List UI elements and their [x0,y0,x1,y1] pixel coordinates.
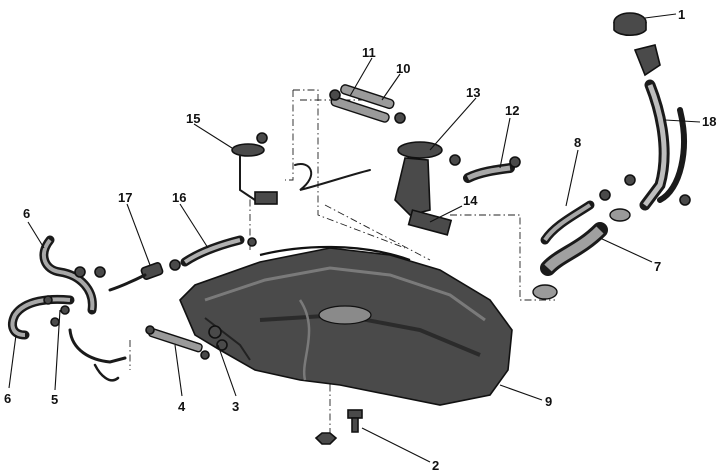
callout-5: 5 [51,392,58,407]
drain-plug-2 [314,409,363,445]
callout-9: 9 [545,394,552,409]
hose-12 [449,154,521,183]
filler-neck [599,44,691,211]
bracket-3 [208,325,228,351]
fuel-tank [179,245,513,406]
pipe-4 [145,325,210,360]
assembly-lines [129,89,555,440]
callout-7: 7 [654,259,661,274]
callout-6-upper: 6 [23,206,30,221]
callout-labels: 1 2 3 4 5 6 6 7 8 9 10 11 12 13 14 15 16… [4,7,716,471]
callout-17: 17 [118,190,132,205]
leader-lines [8,13,701,463]
callout-12: 12 [505,103,519,118]
callout-18: 18 [702,114,716,129]
callout-4: 4 [178,399,186,414]
vent-hose-8 [540,200,595,245]
callout-3: 3 [232,399,239,414]
callout-16: 16 [172,190,186,205]
fuel-pump-sender [294,141,453,236]
callout-1: 1 [678,7,685,22]
callout-15: 15 [186,111,200,126]
sender-unit-15 [231,132,278,205]
callout-14: 14 [463,193,478,208]
callout-11: 11 [362,45,376,60]
callout-6-lower: 6 [4,391,11,406]
callout-8: 8 [574,135,581,150]
callout-10: 10 [396,61,410,76]
fuel-filter-17 [108,259,181,292]
callout-2: 2 [432,458,439,471]
filler-cap [613,12,647,37]
callout-13: 13 [466,85,480,100]
hose-16 [180,235,257,267]
hose-10-11 [329,84,406,124]
filler-hose [532,208,631,300]
left-hoses [8,235,127,382]
